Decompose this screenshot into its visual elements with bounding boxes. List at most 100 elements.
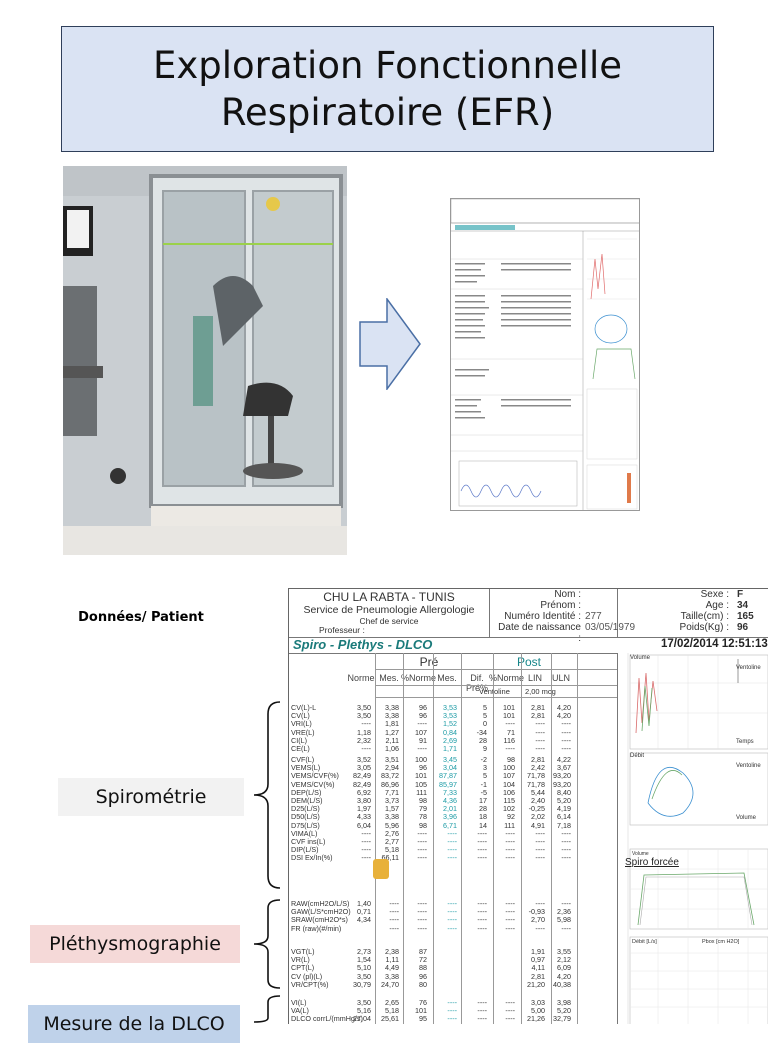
row-value: 3,53 xyxy=(443,711,457,721)
row-value: 4,49 xyxy=(385,963,399,973)
patient-attr-label: Age : xyxy=(705,600,729,611)
row-value: 96 xyxy=(419,711,427,721)
row-value: ---- xyxy=(561,837,571,846)
row-value: ---- xyxy=(361,744,371,753)
row-label: GAW(L/S*cmH2O) xyxy=(291,907,351,917)
row-value: 5,96 xyxy=(385,820,399,830)
row-value: ---- xyxy=(505,907,515,917)
row-value: 5,98 xyxy=(557,915,571,925)
row-value: ---- xyxy=(535,899,545,908)
row-value: ---- xyxy=(447,907,457,917)
row-value: 100 xyxy=(415,755,427,764)
row-label: CVF ins(L) xyxy=(291,837,326,846)
row-value: 4,20 xyxy=(557,711,571,721)
id-label: Prénom : xyxy=(540,600,581,611)
id-label: Date de naissance : xyxy=(498,622,581,644)
row-value: 2,70 xyxy=(531,915,545,925)
row-label: VR/CPT(%) xyxy=(291,979,329,989)
row-value: 115 xyxy=(503,796,515,805)
row-value: 3,05 xyxy=(357,763,371,773)
row-value: 5,00 xyxy=(531,1006,545,1016)
row-label: VEMS(L) xyxy=(291,763,321,773)
row-value: 100 xyxy=(503,763,515,773)
row-label: RAW(cmH2O/L/S) xyxy=(291,899,350,908)
row-value: -34 xyxy=(476,727,487,737)
row-value: ---- xyxy=(505,828,515,838)
row-value: ---- xyxy=(361,828,371,838)
ventoline-label: Ventoline xyxy=(479,687,510,696)
row-value: ---- xyxy=(417,923,427,933)
service-name: Service de Pneumologie Allergologie xyxy=(303,604,475,616)
row-value: 21,20 xyxy=(527,979,545,989)
row-label: VA(L) xyxy=(291,1006,309,1016)
row-value: ---- xyxy=(447,1014,457,1024)
row-value: 79 xyxy=(419,804,427,814)
row-value: 5 xyxy=(483,703,487,712)
row-value: ---- xyxy=(417,899,427,908)
row-value: 28 xyxy=(479,804,487,814)
row-value: 27,04 xyxy=(353,1014,371,1024)
row-value: 3,50 xyxy=(357,711,371,721)
row-value: 17 xyxy=(479,796,487,805)
row-value: ---- xyxy=(447,915,457,925)
row-label: CPT(L) xyxy=(291,963,315,973)
row-value: ---- xyxy=(505,1014,515,1024)
report-thumbnail xyxy=(450,198,640,511)
table-row: RAW(cmH2O/L/S)1,40----------------------… xyxy=(289,899,617,909)
row-value: 5 xyxy=(483,711,487,721)
row-value: 4,20 xyxy=(557,971,571,981)
row-label: CV (pl)(L) xyxy=(291,971,323,981)
row-value: 4,91 xyxy=(531,820,545,830)
dlco-label: Mesure de la DLCO xyxy=(28,1005,240,1043)
row-value: 3,96 xyxy=(443,812,457,822)
chart-label: Ventoline xyxy=(736,665,761,671)
row-value: 5 xyxy=(483,771,487,781)
row-value: 8,40 xyxy=(557,787,571,797)
row-value: 104 xyxy=(503,779,515,789)
row-value: 3,45 xyxy=(443,755,457,764)
row-label: VEMS/CVF(%) xyxy=(291,771,339,781)
row-label: D75(L/S) xyxy=(291,820,320,830)
row-value: 98 xyxy=(507,755,515,764)
row-value: 2,69 xyxy=(443,735,457,745)
row-value: 14 xyxy=(479,820,487,830)
row-value: ---- xyxy=(447,1006,457,1016)
right-arrow-icon xyxy=(359,298,421,390)
row-value: 92 xyxy=(507,812,515,822)
row-label: FR (raw)(#/min) xyxy=(291,923,342,933)
row-value: 2,81 xyxy=(531,755,545,764)
row-value: ---- xyxy=(417,837,427,846)
row-value: 72 xyxy=(419,955,427,965)
row-value: -0,93 xyxy=(528,907,545,917)
row-value: 66,11 xyxy=(381,853,399,863)
patient-attr-value: F xyxy=(737,589,744,600)
sound-icon xyxy=(373,859,389,879)
row-value: ---- xyxy=(447,899,457,908)
row-value: ---- xyxy=(505,853,515,863)
chart-label: Débit [L/s] xyxy=(632,939,657,945)
row-value: -0,25 xyxy=(528,804,545,814)
row-value: 2,94 xyxy=(385,763,399,773)
row-value: ---- xyxy=(477,998,487,1007)
patient-attr-label: Taille(cm) : xyxy=(680,611,729,622)
row-value: 9 xyxy=(483,744,487,753)
grid-line xyxy=(551,653,552,1024)
table-row: SRAW(cmH2O*s)4,34--------------------2,7… xyxy=(289,915,617,925)
row-value: ---- xyxy=(535,923,545,933)
row-value: 80 xyxy=(419,979,427,989)
row-value: 102 xyxy=(503,804,515,814)
row-value: 3,03 xyxy=(531,998,545,1007)
row-value: 3,50 xyxy=(357,703,371,712)
row-value: ---- xyxy=(535,853,545,863)
row-value: ---- xyxy=(361,853,371,863)
row-label: VEMS/CV(%) xyxy=(291,779,335,789)
table-row: DSI Ex/In(%)----66,11-------------------… xyxy=(289,853,617,863)
post-column-header: Post xyxy=(516,655,541,669)
row-value: ---- xyxy=(417,744,427,753)
row-value: 7,71 xyxy=(385,787,399,797)
